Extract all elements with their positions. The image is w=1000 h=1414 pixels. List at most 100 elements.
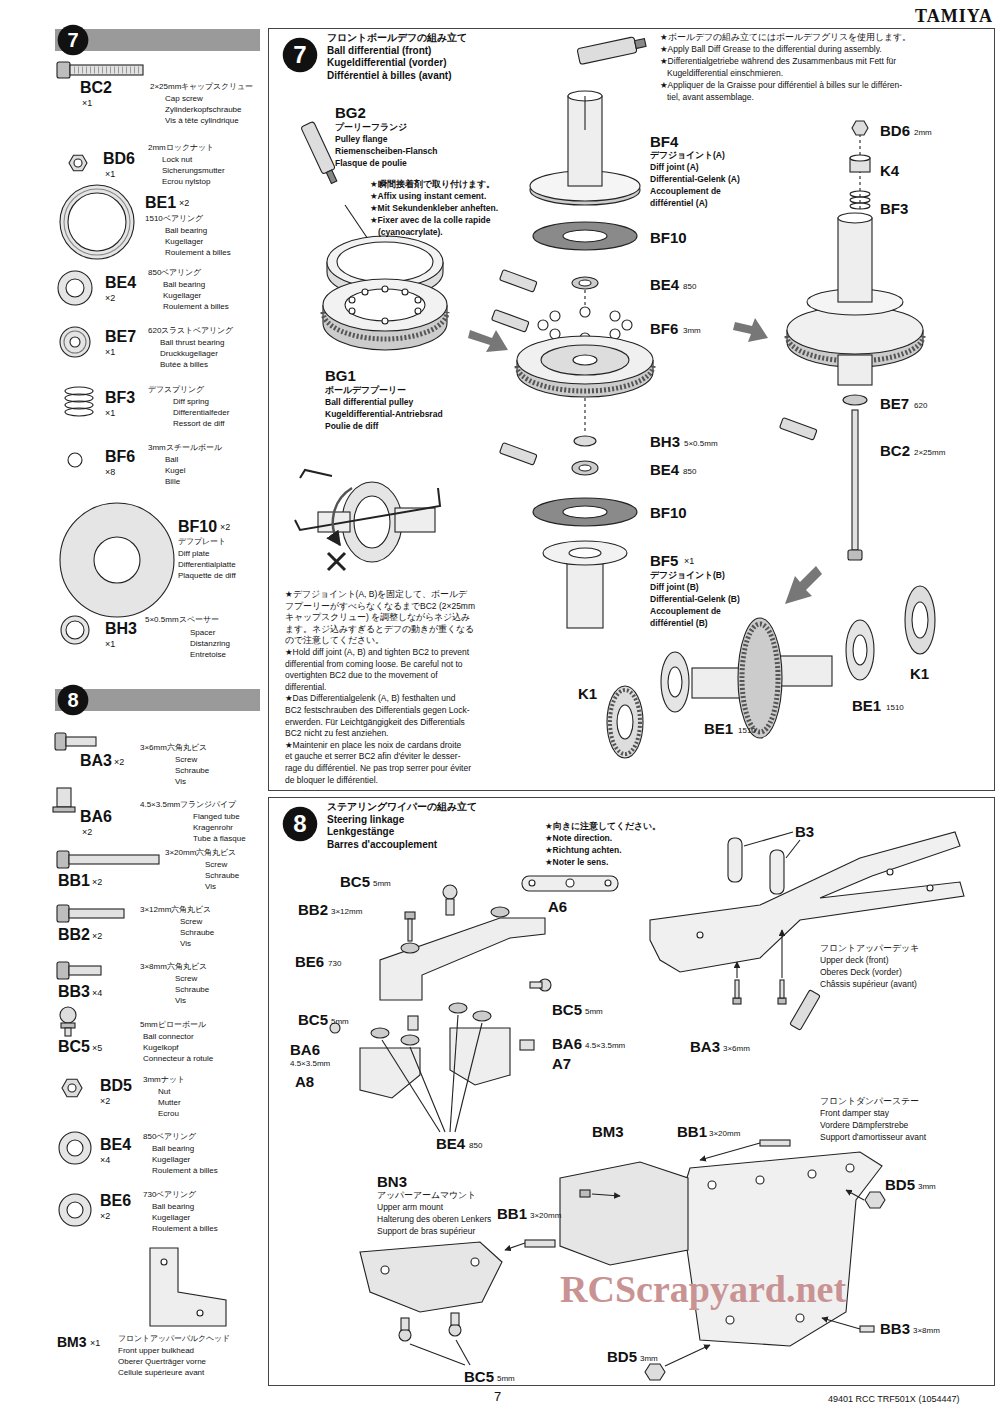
size-note: 5mm xyxy=(497,1374,515,1383)
step8-illustration xyxy=(410,1047,445,1132)
label-text: Schraube xyxy=(175,766,209,775)
part-code: BE6 xyxy=(100,1192,131,1210)
part-code: BM3 xyxy=(592,1123,624,1140)
step7-illustration xyxy=(846,620,874,680)
step7-illustration xyxy=(499,443,537,466)
step7-illustration xyxy=(742,624,778,732)
step7-illustration xyxy=(550,311,560,321)
part-icon xyxy=(60,327,90,357)
label-text: Nut xyxy=(158,1087,170,1096)
step8-illustration xyxy=(360,1242,502,1312)
label-text: Connecteur à rotule xyxy=(143,1054,213,1063)
part-code: BH3 xyxy=(105,620,137,638)
label-text: 5mmピローボール xyxy=(140,1020,206,1029)
label-text: Kugellager xyxy=(165,237,203,246)
label-text: BC2 festschrauben des Differentials gege… xyxy=(285,706,470,716)
label-text: Vis xyxy=(180,939,191,948)
part-code: BE1 xyxy=(852,697,881,714)
part-icon xyxy=(66,737,96,746)
part-icon xyxy=(69,855,159,864)
label-text: Lock nut xyxy=(162,155,192,164)
part-code: BG2 xyxy=(335,104,366,121)
label-text: デフスプリング xyxy=(148,385,204,394)
step8-illustration xyxy=(728,838,742,882)
part-icon xyxy=(53,807,75,812)
part-code: BE1 xyxy=(704,720,733,737)
step8-illustration xyxy=(560,1162,688,1265)
step8-illustration xyxy=(405,912,415,919)
step7-illustration xyxy=(905,586,935,654)
step7-illustration xyxy=(326,170,337,183)
label-text: ×1 xyxy=(105,408,115,418)
step7-illustration xyxy=(415,308,421,314)
part-name: Accouplement de xyxy=(650,607,721,617)
part-icon xyxy=(66,279,84,297)
step7-illustration xyxy=(607,686,643,758)
label-text: ×2 xyxy=(82,827,92,837)
step7-illustration xyxy=(610,311,620,321)
step-number-text: 7 xyxy=(293,43,306,67)
label-text: Kugel xyxy=(165,466,185,475)
label-text: ×5 xyxy=(92,1043,102,1053)
part-name: Ball differential pulley xyxy=(325,398,413,408)
step7-illustration xyxy=(579,465,591,471)
step7-illustration xyxy=(328,553,345,570)
label-text: ので注意してください。 xyxy=(285,636,384,646)
step7-illustration xyxy=(912,602,928,638)
step-circle-fill xyxy=(58,685,89,716)
part-icon xyxy=(70,65,143,75)
size-note: 3mm xyxy=(683,326,701,335)
part-code: BE4 xyxy=(105,274,136,292)
part-icon xyxy=(58,271,92,305)
part-code: BD5 xyxy=(885,1176,915,1193)
step8-illustration xyxy=(780,980,784,998)
part-code: BA6 xyxy=(552,1035,582,1052)
step7-illustration xyxy=(838,355,872,385)
step-title-text: Lenkgestänge xyxy=(327,826,477,839)
step7-illustration xyxy=(402,289,408,295)
label-text: Roulement à billes xyxy=(152,1166,218,1175)
step8-illustration xyxy=(380,918,545,1000)
step8-illustration xyxy=(529,880,535,886)
part-name: デフジョイント(A) xyxy=(650,151,725,161)
step7-illustration xyxy=(468,330,508,352)
step8-illustration xyxy=(449,1003,467,1013)
label-text: フロントアッパーバルクヘッド xyxy=(118,1334,230,1343)
label-text: アッパーアームマウント xyxy=(377,1191,476,1201)
part-name: Kugeldifferential-Antriebsrad xyxy=(325,410,443,420)
label-text: ★ボールデフの組み立てにはボールデフグリスを使用します。 xyxy=(660,33,911,43)
size-note: 2mm xyxy=(914,128,932,137)
step7-illustration xyxy=(415,297,421,303)
step7-illustration xyxy=(850,197,870,203)
step7-illustration xyxy=(859,134,860,212)
label-text: Butée à billes xyxy=(160,360,208,369)
label-text: ★デフジョイント(A, B)を固定して、ボールデ xyxy=(285,590,467,600)
part-icon xyxy=(65,408,93,416)
step-title-text: Steering linkage xyxy=(327,814,477,827)
part-name: Accouplement de xyxy=(650,187,721,197)
step8-illustration xyxy=(860,1326,874,1332)
label-text: フプーリーがすべらなくなるまでBC2 (2×25mm xyxy=(285,602,475,612)
label-text: Cellule supérieure avant xyxy=(118,1368,204,1377)
step8-illustration xyxy=(700,1143,760,1160)
label-text: Sicherungsmutter xyxy=(162,166,225,175)
part-code: BD6 xyxy=(880,122,910,139)
label-text: Cap screw xyxy=(165,94,203,103)
label-text: 3mmナット xyxy=(143,1075,185,1084)
size-note: 3×8mm xyxy=(913,1326,940,1335)
part-code: BB2 xyxy=(298,901,328,918)
step8-illustration xyxy=(473,1011,491,1021)
label-text: ×1 xyxy=(105,347,115,357)
step8-illustration xyxy=(887,869,893,875)
step-title: フロントボールデフの組み立てBall differential (front)K… xyxy=(327,32,467,82)
part-code: BE7 xyxy=(880,395,909,412)
label-text: ×2 xyxy=(105,293,115,303)
part-icon xyxy=(68,1084,76,1092)
step-title-text: フロントボールデフの組み立て xyxy=(327,32,467,45)
label-text: ★Appliquer de la Graisse pour différenti… xyxy=(660,81,902,91)
part-icon xyxy=(64,189,130,255)
label-text: Ball connector xyxy=(143,1032,194,1041)
step8-illustration xyxy=(735,980,739,998)
step8-illustration xyxy=(371,1028,389,1038)
